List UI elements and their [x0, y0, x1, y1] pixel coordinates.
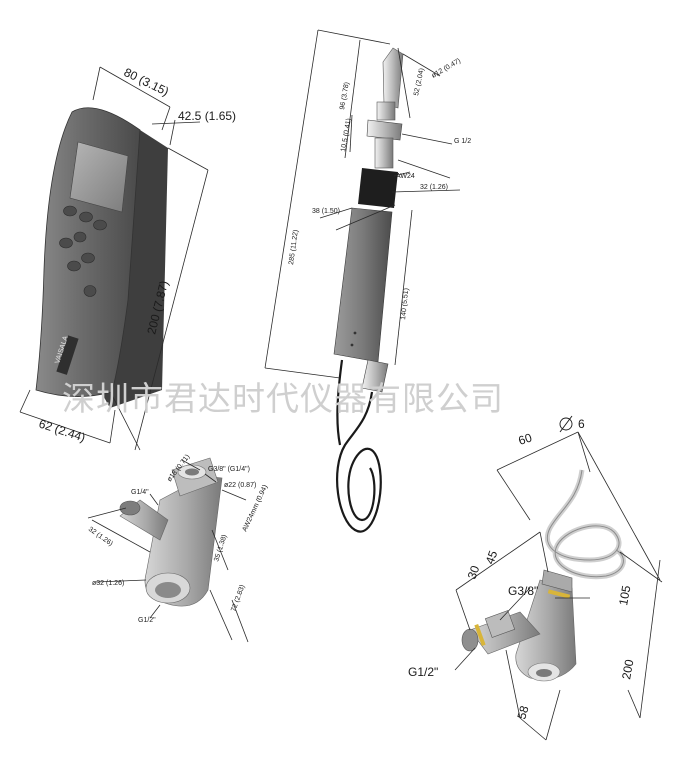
probe-fitting: [366, 119, 403, 141]
adapter-main-thread-label: G1/2": [138, 617, 156, 624]
cell-coil-width-label: 60: [517, 430, 534, 448]
cell-side-nut: [484, 610, 516, 638]
probe-thread-label: G 1/2: [454, 138, 471, 145]
probe-dimensions: [264, 29, 461, 379]
diameter-symbol: [559, 417, 573, 431]
probe-tip: [382, 47, 404, 109]
adapter-main-diameter-label: ø32 (1.26): [92, 580, 124, 587]
probe-body-length-label: 140 (5.51): [400, 288, 410, 320]
probe-body-width-label: 32 (1.26): [420, 184, 448, 191]
probe-connector: [361, 359, 389, 393]
probe-wrench-label: AW24: [396, 173, 415, 180]
cell-main-thread-label: G1/2": [408, 665, 438, 679]
cell-dim-45-label: 45: [483, 548, 501, 566]
cell-dim-30-label: 30: [465, 563, 483, 581]
meter-dimensions: [19, 66, 209, 451]
cell-tube-diameter-label: 6: [578, 417, 585, 431]
keypad-button: [81, 252, 95, 264]
probe-shaft: [376, 101, 396, 121]
sampling-cell-dimensions: [454, 431, 663, 741]
adapter-wrench-label: AW24mm (0.94): [241, 484, 269, 533]
power-button: [83, 285, 97, 297]
cell-dim-200-label: 200: [619, 658, 636, 680]
cell-dim-58-label: 58: [514, 704, 531, 721]
probe-tip-diameter-label: ø12 (0.47): [431, 58, 462, 80]
meter-keypad: [59, 205, 107, 297]
company-watermark: 深圳市君达时代仪器有限公司: [62, 379, 504, 418]
probe-body: [333, 207, 393, 363]
cell-body: [515, 579, 577, 680]
probe-neck: [374, 137, 394, 169]
keypad-button: [59, 237, 73, 249]
humidity-probe: [333, 47, 404, 533]
adapter-top-port-label: G3/8" (G1/4"): [208, 466, 250, 473]
meter-bottom-width-label: 62 (2.44): [37, 417, 87, 445]
sampling-cell: [461, 469, 626, 682]
probe-cable: [336, 359, 382, 533]
adapter-dimensions: [87, 459, 249, 643]
probe-overall-length-label: 285 (11.22): [288, 229, 300, 265]
cell-dim-105-label: 105: [616, 584, 633, 606]
adapter-outer-diameter-label: ø22 (0.87): [224, 482, 256, 489]
keypad-button: [63, 205, 77, 217]
probe-collar: [358, 168, 398, 208]
adapter-port-small-label: G1/4": [131, 489, 149, 496]
brand-logo: [56, 335, 79, 375]
adapter-height-label: 72 (2.83): [230, 584, 246, 613]
cell-side-band: [474, 623, 486, 647]
meter-screen: [69, 141, 129, 213]
meter-depth-label: 42.5 (1.65): [178, 109, 236, 123]
keypad-button: [67, 260, 81, 272]
adapter-side-depth-label: 32 (1.26): [87, 526, 114, 548]
probe-upper-length-label: 96 (3.78): [339, 82, 351, 111]
sampling-tube: [545, 469, 626, 580]
cell-top-nut: [541, 569, 573, 593]
keypad-button: [79, 211, 93, 223]
keypad-button: [93, 219, 107, 231]
cell-port-thread-label: G3/8": [508, 584, 538, 598]
handheld-meter: VAISALA: [35, 107, 168, 408]
probe-tip-length-label: 52 (2.04): [413, 68, 426, 97]
cell-yellow-band: [547, 589, 571, 599]
adapter-fitting: [119, 457, 223, 607]
probe-body-diameter-label: 38 (1.50): [312, 208, 340, 215]
keypad-button: [73, 231, 87, 243]
